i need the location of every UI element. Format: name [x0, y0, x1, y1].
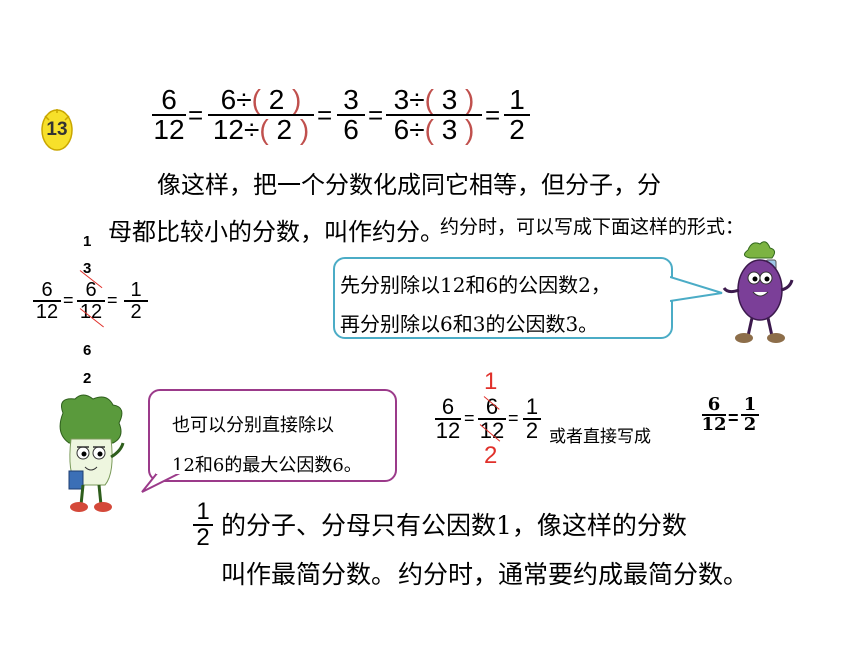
- direct-frac-1: 6 12: [435, 394, 461, 443]
- eq-frac-4: 3÷( 3 ) 6÷( 3 ): [386, 86, 482, 144]
- step-frac-2: 6 12: [77, 280, 105, 322]
- bottom-mark-2: 2: [83, 370, 92, 387]
- simplest-line-2: 叫作最简分数。: [221, 560, 397, 589]
- cabbage-speech-bubble: 也可以分别直接除以 12和6的最大公因数6。: [148, 389, 397, 482]
- cabbage-bubble-tail-icon: [141, 470, 184, 493]
- eggplant-speech-bubble: 先分别除以12和6的公因数2， 再分别除以6和3的公因数3。: [333, 257, 673, 339]
- cabbage-bubble-line-1: 也可以分别直接除以: [172, 415, 334, 436]
- eq-frac-3: 3 6: [337, 86, 365, 144]
- eggplant-bubble-tail-icon: [670, 276, 723, 302]
- step-frac-1: 6 12: [33, 280, 61, 322]
- simplest-line-1: 的分子、分母只有公因数1，像这样的分数: [221, 511, 687, 540]
- eq-frac-2: 6÷( 2 ) 12÷( 2 ): [208, 86, 314, 144]
- eq-frac-1: 6 12: [152, 84, 186, 145]
- eggplant-bubble-line-2: 再分别除以6和3的公因数3。: [340, 312, 599, 336]
- top-mark-2: 3: [83, 260, 92, 277]
- top-mark-1: 1: [83, 233, 92, 250]
- simplest-overlap: 约分时，通常要约成最简分数。: [398, 560, 749, 589]
- badge-shape-icon: [41, 109, 73, 151]
- overlap-text: 约分时，可以写成下面这样的形式：: [440, 216, 745, 238]
- short-frac-1: 6 12: [701, 394, 727, 435]
- direct-frac-2: 6 12: [478, 394, 506, 443]
- simplest-frac: 1 2: [193, 500, 213, 550]
- short-frac-2: 1 2: [741, 396, 759, 434]
- cabbage-bubble-line-2: 12和6的最大公因数6。: [172, 455, 362, 476]
- definition-line-1: 像这样，把一个分数化成同它相等，但分子，分: [157, 171, 661, 199]
- eggplant-bubble-line-1: 先分别除以12和6的公因数2，: [340, 273, 611, 297]
- direct-mark-bottom: 2: [484, 442, 498, 469]
- bottom-mark-1: 6: [83, 342, 92, 359]
- definition-line-2: 母都比较小的分数，叫作约分。: [108, 218, 444, 246]
- example-number: 13: [46, 119, 68, 140]
- example-badge: 13: [40, 108, 74, 152]
- eggplant-character-icon: [722, 241, 794, 343]
- direct-connector: 或者直接写成: [549, 427, 651, 447]
- direct-frac-3: 1 2: [523, 396, 541, 442]
- eq-frac-5: 1 2: [504, 86, 530, 144]
- cabbage-character-icon: [59, 394, 125, 512]
- direct-mark-top: 1: [484, 368, 498, 395]
- step-frac-3: 1 2: [124, 280, 148, 322]
